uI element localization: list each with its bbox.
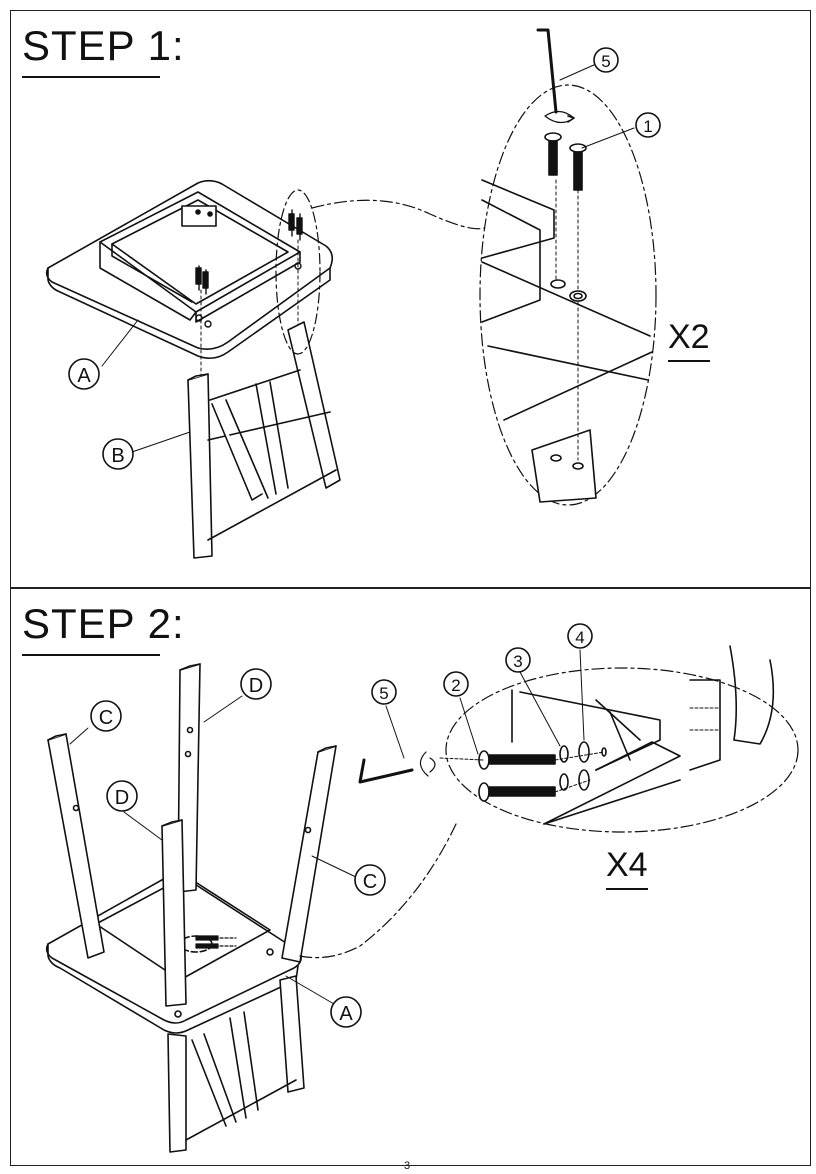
callout-c-left: C [90, 700, 122, 732]
callout-5-step2-label: 5 [379, 684, 388, 703]
step1-illustration: A B 1 5 [45, 28, 661, 559]
step1-detail-zoom [275, 28, 657, 506]
step1-panel [10, 10, 811, 588]
callout-2-label: 2 [451, 676, 460, 695]
callout-d-top-label: D [249, 675, 263, 697]
leg-c-right [281, 745, 337, 963]
step2-detail-zoom [299, 645, 799, 959]
callout-5-label: 5 [601, 52, 610, 71]
callout-1-step1: 1 [635, 112, 661, 138]
callout-a-label: A [77, 365, 91, 387]
callout-5-step2: 5 [371, 679, 397, 705]
step2-title: STEP 2: [22, 600, 185, 656]
step1-title: STEP 1: [22, 22, 185, 78]
callout-c-right: C [354, 864, 386, 896]
callout-d-mid-label: D [115, 787, 129, 809]
leg-d-mid [161, 819, 187, 1007]
callout-4-label: 4 [575, 628, 584, 647]
callout-d-top: D [240, 668, 272, 700]
step1-multiplier-text: X2 [668, 318, 710, 356]
callout-4: 4 [567, 623, 593, 649]
callout-2: 2 [443, 671, 469, 697]
callout-3-label: 3 [513, 652, 522, 671]
callout-a-step1: A [68, 358, 100, 390]
leg-d-top [177, 663, 201, 893]
leg-c-left [47, 733, 105, 959]
step1-title-text: STEP 1: [22, 22, 185, 69]
callout-1-label: 1 [643, 117, 652, 136]
callout-a-step2-label: A [339, 1003, 353, 1025]
step1-multiplier: X2 [668, 318, 710, 362]
callout-b-step1: B [102, 438, 134, 470]
back-frame-step2 [167, 975, 305, 1153]
callout-3: 3 [505, 647, 531, 673]
callout-c-right-label: C [363, 871, 377, 893]
callout-a-step2: A [330, 996, 362, 1028]
page-number: 3 [404, 1160, 411, 1172]
callout-5-step1: 5 [593, 47, 619, 73]
leg-assembly-part-b [187, 321, 341, 559]
seat-part-a [45, 179, 334, 381]
step2-title-text: STEP 2: [22, 600, 185, 647]
step2-multiplier-text: X4 [606, 846, 648, 884]
step2-multiplier: X4 [606, 846, 648, 890]
callout-b-label: B [111, 445, 124, 467]
step2-panel [10, 588, 811, 1166]
callout-d-mid: D [106, 780, 138, 812]
callout-c-left-label: C [99, 707, 113, 729]
